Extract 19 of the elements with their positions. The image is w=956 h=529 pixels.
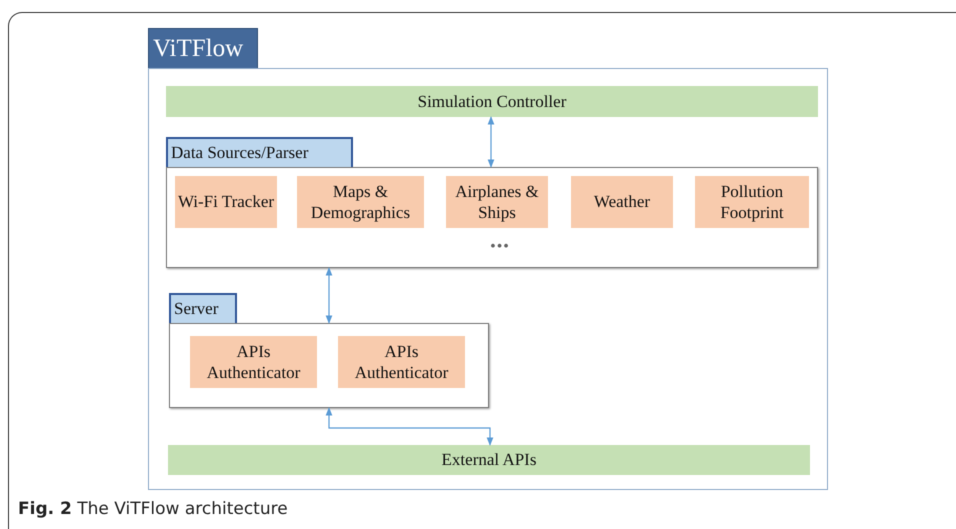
module-box: APIs Authenticator xyxy=(338,336,465,388)
connector-arrow xyxy=(326,407,494,446)
connector-arrow xyxy=(326,267,332,324)
module-box: Maps & Demographics xyxy=(297,176,424,228)
section-tab: Server xyxy=(169,293,237,323)
section-group xyxy=(166,137,818,268)
section-group xyxy=(169,293,489,408)
module-box: Wi-Fi Tracker xyxy=(175,176,277,228)
layer-bar: Simulation Controller xyxy=(166,86,818,117)
section-tab: ViTFlow xyxy=(148,28,258,68)
module-box: Pollution Footprint xyxy=(695,176,809,228)
section-tab: Data Sources/Parser xyxy=(166,137,353,167)
module-box: Airplanes & Ships xyxy=(446,176,548,228)
module-box: Weather xyxy=(571,176,673,228)
figure-caption: Fig. 2 The ViTFlow architecture xyxy=(18,499,288,519)
connector-arrow xyxy=(488,116,494,168)
module-box: APIs Authenticator xyxy=(190,336,317,388)
ellipsis-label: ••• xyxy=(489,238,511,257)
layer-bar: External APIs xyxy=(168,445,810,475)
